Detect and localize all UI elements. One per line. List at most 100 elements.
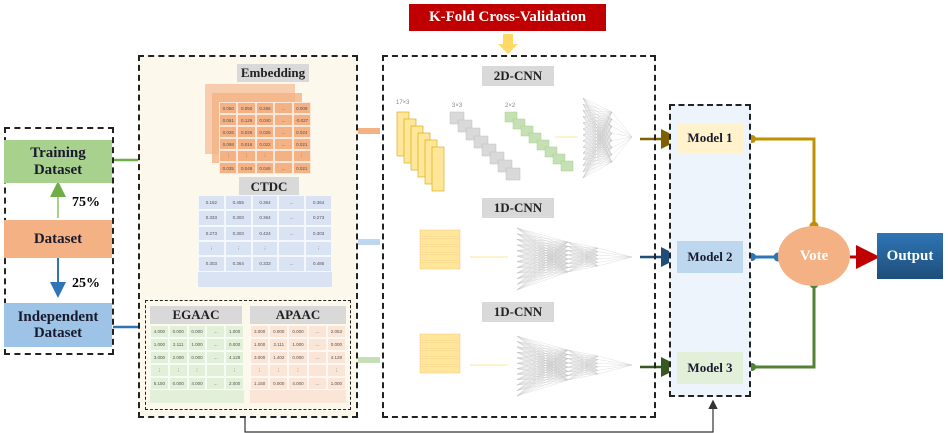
cnn1d-dense-edge: [567, 241, 599, 252]
matrix-cell: ⋮: [326, 364, 346, 377]
cnn1d-dense-edge: [597, 364, 633, 375]
cnn1d-dense-edge: [516, 341, 569, 351]
cnn1d-dense-edge: [516, 250, 569, 279]
cnn1d-dense-edge: [516, 379, 569, 397]
cnn1d-dense-edge: [516, 246, 569, 257]
cnn2d-dense-edge: [582, 111, 613, 129]
cnn1d-dense-edge: [567, 363, 599, 368]
cnn1d-dense-edge: [516, 349, 569, 386]
kfold-title: K-Fold Cross-Validation: [409, 4, 606, 31]
matrix-cell: ...: [274, 126, 293, 138]
cnn1d-dense-edge: [567, 354, 599, 371]
cnn1d-dense-edge: [567, 246, 599, 263]
matrix-cell: ...: [307, 338, 327, 351]
matrix-cell: 4.000: [187, 377, 207, 390]
cnn-panel: [382, 55, 656, 418]
cnn1d-dense-edge: [516, 379, 569, 391]
cnn2d-dense-edge: [582, 140, 613, 163]
cnn1d-dense-edge: [516, 250, 569, 262]
cnn2d-dense-edge: [582, 161, 613, 166]
cnn2d-dense-edge: [582, 147, 613, 160]
matrix-cell: ...: [278, 195, 306, 211]
cnn2d-dense-edge: [582, 126, 613, 179]
cnn1d-dense-edge: [516, 250, 569, 285]
cnn2d-dense-edge: [582, 119, 613, 160]
cnn1d-dense-edge: [597, 256, 633, 263]
cnn2d-dense-edge: [582, 111, 613, 160]
cnn1d-dense-edge: [567, 255, 599, 273]
matrix-cell: 0.000: [326, 338, 346, 351]
cnn2d-dense-edge: [582, 140, 613, 172]
matrix-cell: 1.000: [150, 338, 169, 351]
cnn1d-dense-edge: [597, 363, 633, 366]
cnn2d-dense-edge: [582, 97, 613, 113]
matrix-cell: ⋮: [255, 150, 275, 162]
cnn2d-dense-edge: [582, 119, 613, 166]
cnn1d-dense-edge: [567, 355, 599, 381]
cnn1d-dense-edge: [516, 271, 569, 291]
cnn1d-dense-edge: [516, 349, 569, 397]
cnn1d-dense-edge: [567, 251, 599, 264]
training-dataset-box: Training Dataset: [4, 140, 112, 183]
cnn1d-feature-map: [419, 253, 461, 262]
cnn1d-dense-edge: [567, 355, 599, 359]
cnn1d-dense-edge: [567, 258, 599, 273]
cnn2d-dense-edge: [582, 110, 613, 134]
cnn2d-dense-edge: [582, 140, 613, 148]
matrix-cell: ...: [274, 114, 293, 126]
cnn1d-dense-edge: [567, 246, 599, 267]
cnn2d-dense-edge: [611, 119, 633, 138]
cnn2d-dense-edge: [582, 153, 613, 155]
matrix-cell: ⋮: [168, 364, 188, 377]
cnn2d-dense-edge: [582, 104, 613, 120]
matrix-cell: ⋮: [198, 240, 225, 257]
matrix-cell: 0.025: [255, 126, 275, 138]
cnn2d-dense-edge: [582, 110, 613, 120]
matrix-cell: ...: [274, 138, 293, 150]
cnn2d-dense-edge: [582, 111, 613, 148]
cnn1d-dense-edge: [567, 366, 599, 372]
cnn1d-dense-edge: [516, 358, 569, 386]
cnn2d-dense-edge: [582, 104, 613, 134]
cnn1d-dense-edge: [516, 375, 569, 380]
cnn1d-dense-edge: [516, 241, 569, 279]
cnn1d-dense-edge: [516, 250, 569, 268]
cnn2d-pool-block: [520, 125, 534, 137]
cnn2d-dense-edge: [582, 119, 613, 154]
matrix-cell: -0.027: [292, 114, 311, 126]
cnn1d-dense-edge: [516, 259, 569, 279]
matrix-cell: 0.266: [255, 102, 275, 114]
matrix-cell: 0.024: [292, 126, 311, 138]
cnn2d-dense-edge: [582, 154, 613, 179]
cnn1d-dense-edge: [516, 239, 569, 251]
matrix-cell: 1.000: [187, 338, 207, 351]
cnn1d-dense-edge: [567, 246, 599, 259]
cnn1d-dense-edge: [567, 255, 599, 268]
cnn1d-dense-edge: [516, 375, 569, 386]
cnn1d-dense-edge: [516, 241, 569, 251]
matrix-cell: ...: [274, 162, 293, 174]
cnn1d-dense-edge: [516, 358, 569, 380]
matrix-cell: 0.026: [237, 126, 256, 138]
cnn1d-dense-edge: [567, 246, 599, 249]
aac-panel: [145, 300, 351, 410]
cnn1d-dense-edge: [516, 346, 569, 351]
cnn2d-dense-edge: [611, 136, 633, 148]
cnn2d-dense-edge: [582, 111, 613, 154]
cnn1d-dense-edge: [516, 254, 569, 291]
matrix-cell: 0.000: [269, 377, 289, 390]
cnn2d-dense-edge: [582, 140, 613, 155]
cnn2d-dense-edge: [582, 111, 613, 179]
cnn1d-dense-edge: [516, 246, 569, 274]
matrix-cell: 0.050: [219, 102, 238, 114]
layer-size-3: 3×3: [452, 103, 463, 109]
cnn1d-feature-map: [419, 333, 461, 342]
cnn2d-pool-block: [512, 118, 526, 130]
cnn1d-dense-edge: [567, 254, 599, 267]
cnn1d-dense-edge: [567, 359, 599, 368]
cnn1d-dense-edge: [516, 349, 569, 375]
cnn1d-dense-edge: [567, 362, 599, 371]
cnn2d-dense-edge: [582, 147, 613, 179]
matrix-cell: [278, 240, 306, 257]
cnn1d-dense-edge: [516, 349, 569, 353]
